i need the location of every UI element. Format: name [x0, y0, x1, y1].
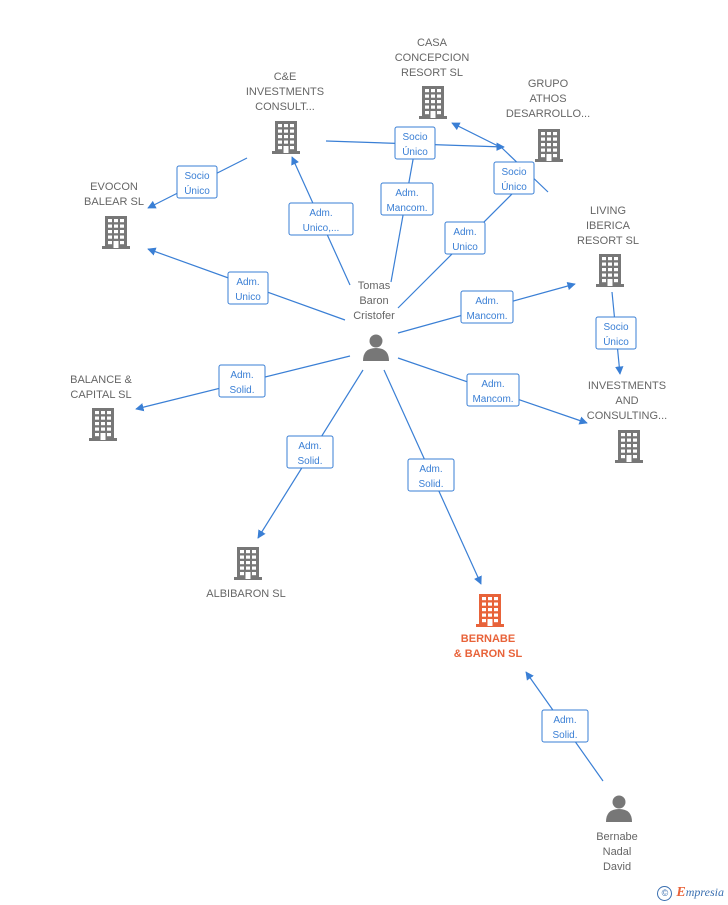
building-icon[interactable]: [89, 408, 117, 441]
node-label-bernabe_baron[interactable]: BERNABE& BARON SL: [454, 633, 523, 660]
relation-badge-text: Solid.: [229, 385, 254, 396]
relation-badge[interactable]: Adm. Solid.: [541, 709, 589, 743]
edges-layer: [135, 122, 624, 782]
relation-badge[interactable]: Adm. Mancom.: [466, 373, 520, 407]
relation-badge[interactable]: Adm. Mancom.: [460, 290, 514, 324]
node-label-albibaron[interactable]: ALBIBARON SL: [206, 588, 285, 600]
relation-badge-text: Único: [501, 180, 527, 193]
badges-layer: Adm.Unico,...Adm.Mancom.Adm.UnicoAdm.Uni…: [176, 126, 637, 743]
relation-badge-text: Adm.: [309, 208, 332, 219]
building-icon[interactable]: [476, 594, 504, 627]
person-icon[interactable]: [363, 334, 389, 362]
node-label-balance[interactable]: BALANCE &CAPITAL SL: [70, 374, 132, 401]
relation-badge-text: Adm.: [481, 379, 504, 390]
relation-badge-text: Adm.: [453, 227, 476, 238]
relation-badge-text: Solid.: [552, 730, 577, 741]
relation-badge[interactable]: Adm. Solid.: [286, 435, 334, 469]
building-icon[interactable]: [535, 129, 563, 162]
relation-badge-text: Solid.: [297, 456, 322, 467]
relation-badge[interactable]: Adm. Unico: [444, 221, 486, 255]
relation-badge-text: Socio: [603, 322, 628, 333]
building-icon[interactable]: [596, 254, 624, 287]
building-icon[interactable]: [234, 547, 262, 580]
relation-badge-text: Adm.: [395, 188, 418, 199]
relation-badge[interactable]: Adm. Solid.: [218, 364, 266, 398]
relation-badge-text: Socio: [501, 167, 526, 178]
relation-badge[interactable]: Adm. Unico,...: [288, 202, 354, 236]
brand-logo[interactable]: Empresia: [676, 885, 724, 900]
relation-badge[interactable]: Adm. Unico: [227, 271, 269, 305]
relation-badge-text: Mancom.: [386, 203, 427, 214]
relation-badge-text: Socio: [402, 132, 427, 143]
copyright-icon: ©: [657, 885, 673, 901]
relation-badge-text: Unico,...: [303, 223, 340, 234]
relation-badge-text: Único: [603, 335, 629, 348]
relation-badge-text: Adm.: [475, 296, 498, 307]
relation-badge-text: Adm.: [298, 441, 321, 452]
building-icon[interactable]: [102, 216, 130, 249]
relation-badge-text: Mancom.: [472, 394, 513, 405]
copyright-footer: © Empresia: [657, 885, 724, 901]
relation-badge-text: Adm.: [419, 464, 442, 475]
relation-badge-text: Único: [184, 184, 210, 197]
person-icon[interactable]: [606, 795, 632, 823]
relation-badge-text: Socio: [184, 171, 209, 182]
relation-badge-text: Único: [402, 145, 428, 158]
relation-badge-text: Adm.: [236, 277, 259, 288]
building-icon[interactable]: [419, 86, 447, 119]
relation-badge-text: Unico: [452, 242, 478, 253]
relation-badge-text: Adm.: [553, 715, 576, 726]
relation-badge-text: Mancom.: [466, 311, 507, 322]
relation-badge[interactable]: Adm. Mancom.: [380, 182, 434, 216]
building-icon[interactable]: [272, 121, 300, 154]
relation-badge[interactable]: Adm. Solid.: [407, 458, 455, 492]
relation-badge-text: Unico: [235, 292, 261, 303]
building-icon[interactable]: [615, 430, 643, 463]
relation-badge-text: Solid.: [418, 479, 443, 490]
relation-badge-text: Adm.: [230, 370, 253, 381]
